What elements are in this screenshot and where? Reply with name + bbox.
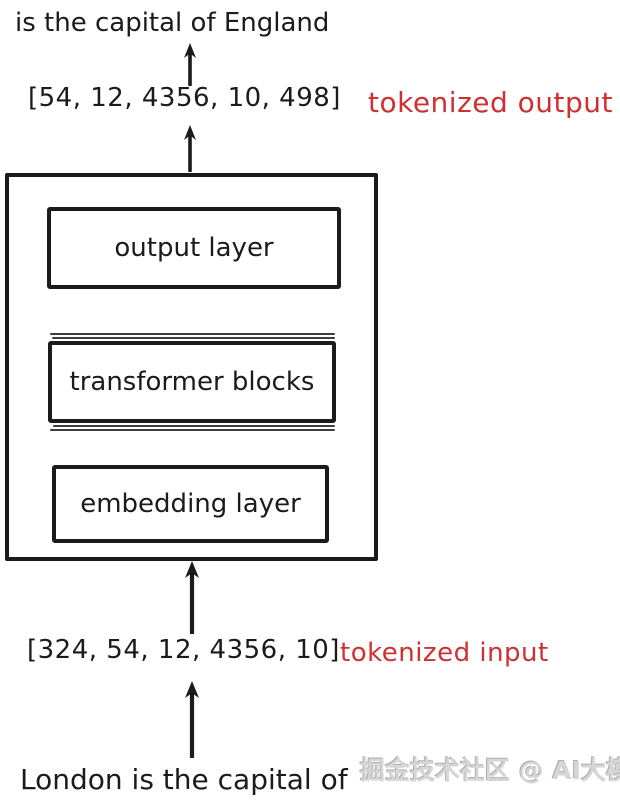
stack-line	[52, 337, 335, 339]
output-sentence-text: is the capital of England	[15, 8, 330, 38]
embedding-layer-label: embedding layer	[80, 489, 301, 519]
tokenized-input-label: tokenized input	[340, 638, 549, 668]
transformer-blocks-box: transformer blocks	[48, 341, 336, 423]
stack-line	[53, 425, 335, 427]
input-sentence-text: London is the capital of	[20, 763, 348, 796]
arrow-up-to-tokenized-input-icon	[185, 681, 199, 758]
stack-line	[50, 429, 335, 431]
output-layer-label: output layer	[114, 233, 274, 263]
stack-line	[50, 333, 335, 335]
transformer-blocks-stack: transformer blocks	[48, 333, 336, 433]
tokenized-input-values: [324, 54, 12, 4356, 10]	[27, 635, 340, 665]
tokenized-output-label: tokenized output	[368, 86, 614, 119]
embedding-layer-box: embedding layer	[52, 465, 329, 543]
tokenized-output-values: [54, 12, 4356, 10, 498]	[28, 83, 341, 113]
output-layer-box: output layer	[47, 207, 341, 289]
arrow-up-to-tokenized-output-icon	[184, 125, 196, 172]
arrow-up-into-model-icon	[185, 561, 199, 634]
transformer-blocks-label: transformer blocks	[69, 367, 315, 397]
arrow-up-to-output-sentence-icon	[184, 43, 196, 86]
model-box: output layer transformer blocks embeddin…	[5, 173, 378, 561]
watermark-text: 掘金技术社区 @ AI大模型	[360, 756, 620, 785]
